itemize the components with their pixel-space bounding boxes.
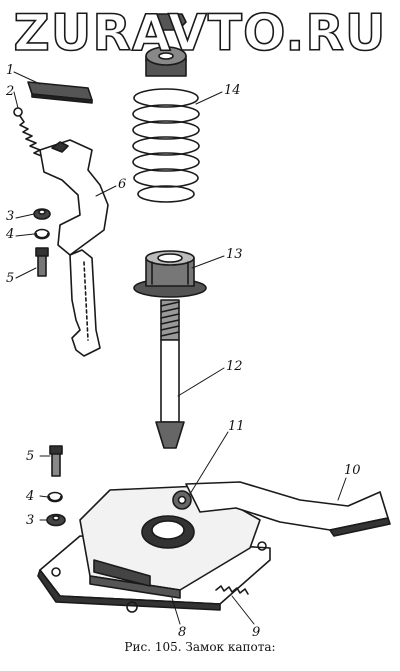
label-9: 9 xyxy=(252,625,261,640)
figure-caption: Рис. 105. Замок капота: xyxy=(124,640,276,654)
parts-5-4-3-lower xyxy=(46,445,66,527)
part-12-pin xyxy=(155,299,185,449)
label-5: 5 xyxy=(6,271,15,286)
label-10: 10 xyxy=(344,463,361,478)
part-8-base-plate xyxy=(37,485,271,613)
label-3-lower: 3 xyxy=(26,513,35,528)
part-1-plate xyxy=(27,81,93,104)
label-4: 4 xyxy=(6,227,15,242)
part-6-hook-lever xyxy=(39,139,109,357)
part-9-spring xyxy=(215,585,249,595)
label-11: 11 xyxy=(228,419,245,434)
watermark: ZURAVTO.RU xyxy=(13,3,387,63)
part-11-bolt xyxy=(172,490,192,510)
leader-lines xyxy=(13,71,347,625)
label-1: 1 xyxy=(6,63,15,78)
label-13: 13 xyxy=(226,247,243,262)
part-10-lever xyxy=(185,481,391,537)
label-5-lower: 5 xyxy=(26,449,35,464)
label-8: 8 xyxy=(178,625,187,640)
label-12: 12 xyxy=(226,359,243,374)
parts-3-4-5-upper xyxy=(33,208,51,277)
label-6: 6 xyxy=(118,177,127,192)
part-13-bushing xyxy=(133,250,207,298)
label-14: 14 xyxy=(224,83,241,98)
label-2: 2 xyxy=(6,84,15,99)
part-14-spring xyxy=(132,13,200,203)
label-3: 3 xyxy=(6,209,15,224)
label-4-lower: 4 xyxy=(26,489,35,504)
